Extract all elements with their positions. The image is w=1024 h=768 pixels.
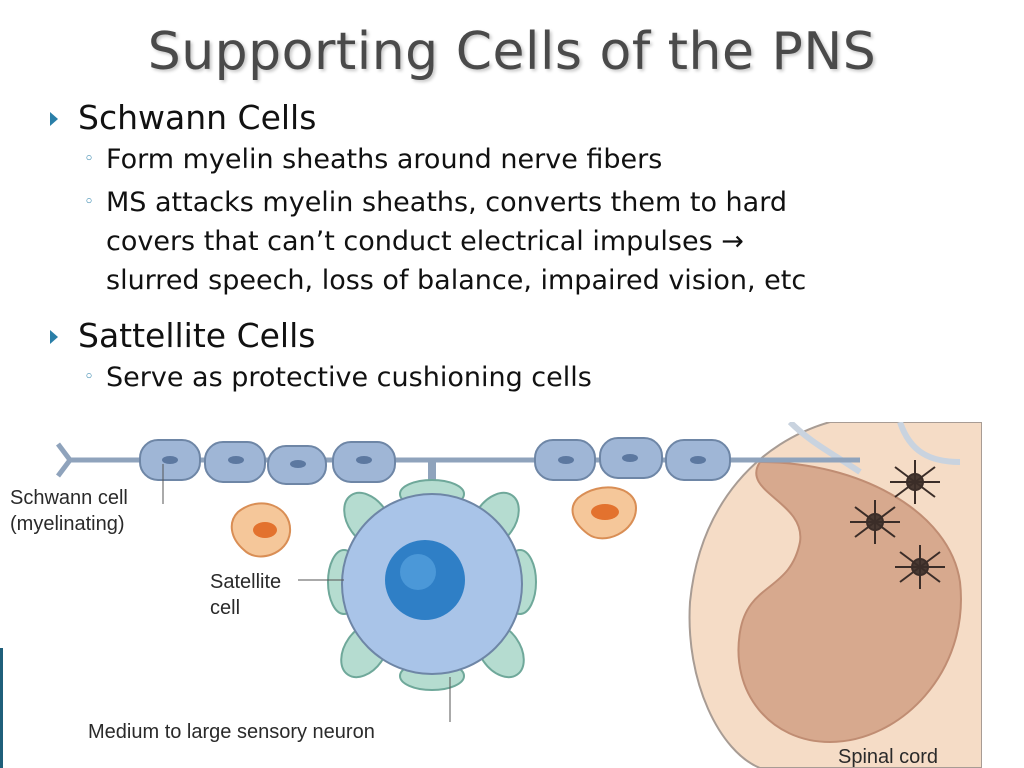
spinal-neuron-cluster: [850, 460, 945, 589]
bullet-text: Schwann Cells: [78, 98, 317, 137]
sub-bullet-cushioning: ◦ Serve as protective cushioning cells: [48, 358, 978, 397]
bullet-arrow-icon: [50, 112, 58, 126]
sub-bullet-ring-icon: ◦: [84, 367, 95, 387]
bullet-arrow-icon: [50, 330, 58, 344]
bullet-text: Sattellite Cells: [78, 316, 316, 355]
sub-bullet-line: covers that can’t conduct electrical imp…: [106, 226, 744, 257]
macrophage-cells: [230, 486, 638, 558]
satellite-cell-label-sub: cell: [210, 597, 240, 619]
slide-edge-bar: [0, 648, 3, 768]
sub-bullet-ms: ◦ MS attacks myelin sheaths, converts th…: [48, 183, 978, 300]
bullet-schwann-cells: Schwann Cells: [48, 96, 978, 140]
spinal-cord-label: Spinal cord: [838, 746, 938, 768]
pns-cells-illustration: Schwann cell (myelinating) Satellite cel…: [0, 422, 982, 768]
sub-bullet-line: Serve as protective cushioning cells: [106, 362, 592, 393]
sensory-neuron-label: Medium to large sensory neuron: [88, 721, 375, 743]
schwann-cell-label-sub: (myelinating): [10, 513, 124, 535]
sub-bullet-ring-icon: ◦: [84, 192, 95, 212]
spinal-gray-matter: [737, 460, 962, 744]
satellite-cell-label: Satellite: [210, 571, 281, 593]
sub-bullet-line: Form myelin sheaths around nerve fibers: [106, 144, 663, 175]
slide-title: Supporting Cells of the PNS: [147, 22, 877, 82]
bullet-satellite-cells: Sattellite Cells: [48, 314, 978, 358]
sub-bullet-ring-icon: ◦: [84, 149, 95, 169]
bullet-list: Schwann Cells ◦ Form myelin sheaths arou…: [48, 96, 978, 397]
sub-bullet-line: MS attacks myelin sheaths, converts them…: [106, 187, 787, 218]
schwann-cell-label: Schwann cell: [10, 487, 128, 509]
sub-bullet-myelin: ◦ Form myelin sheaths around nerve fiber…: [48, 140, 978, 179]
sub-bullet-line: slurred speech, loss of balance, impaire…: [106, 265, 807, 296]
